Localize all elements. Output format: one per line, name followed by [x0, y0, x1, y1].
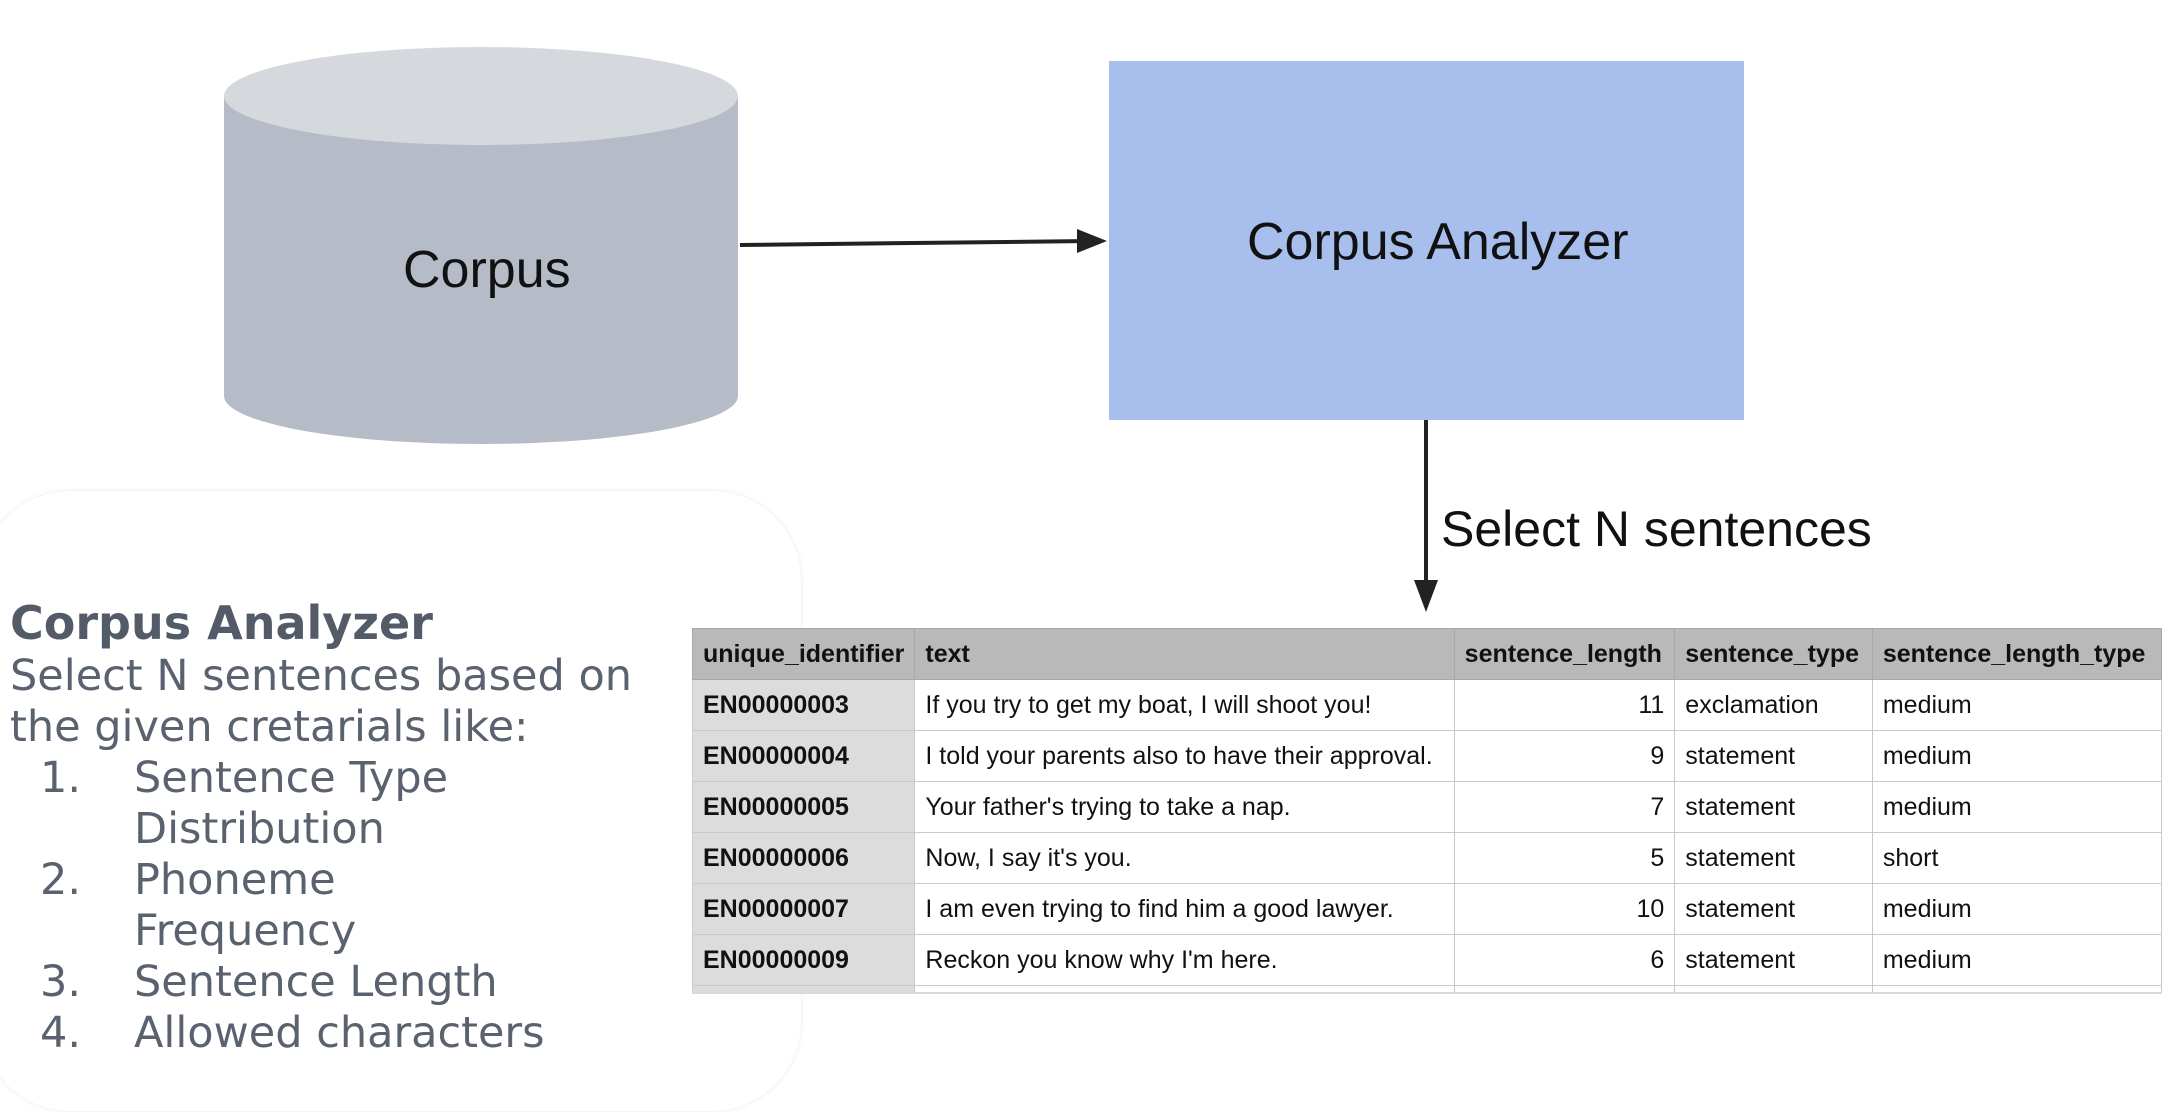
description-body: Select N sentences based on the given cr…: [10, 651, 633, 752]
header-sentence-type: sentence_type: [1674, 628, 1873, 680]
sentences-table: unique_identifier text sentence_length s…: [692, 628, 2162, 992]
corpus-cylinder: [224, 47, 738, 444]
cell-length: 7: [1453, 781, 1676, 833]
table-row: EN00000004 I told your parents also to h…: [692, 730, 2162, 782]
table-row-partial: [692, 985, 2162, 992]
description-title: Corpus Analyzer: [10, 596, 433, 650]
table-row: EN00000005 Your father's trying to take …: [692, 781, 2162, 833]
criteria-text: Sentence Length: [134, 957, 498, 1007]
arrowhead-down: [1414, 580, 1438, 612]
select-n-sentences-label: Select N sentences: [1441, 501, 1872, 557]
cell-text: I told your parents also to have their a…: [914, 730, 1455, 782]
cell-type: statement: [1674, 832, 1873, 884]
cell-length-type: short: [1871, 832, 2162, 884]
criteria-text: Sentence Type Distribution: [134, 753, 449, 854]
cell-length: 6: [1453, 934, 1676, 986]
cell-text: Your father's trying to take a nap.: [914, 781, 1455, 833]
criteria-number: 3.: [40, 957, 82, 1007]
corpus-label: Corpus: [403, 241, 571, 299]
corpus-analyzer-box: [1109, 61, 1744, 420]
cell-type: statement: [1674, 883, 1873, 935]
criteria-item: 1. Sentence Type Distribution: [10, 753, 710, 855]
cell-text: If you try to get my boat, I will shoot …: [914, 679, 1455, 731]
cell-length: 11: [1453, 679, 1676, 731]
cell-type: exclamation: [1674, 679, 1873, 731]
diagram-canvas: Corpus Corpus Analyzer Select N sentence…: [0, 47, 2162, 1112]
cell-id: EN00000004: [692, 730, 916, 782]
cell-text: Now, I say it's you.: [914, 832, 1455, 884]
cell-length: 10: [1453, 883, 1676, 935]
cell-text: Reckon you know why I'm here.: [914, 934, 1455, 986]
header-unique-identifier: unique_identifier: [692, 628, 916, 680]
cell-length-type: medium: [1871, 883, 2162, 935]
description-panel: [0, 490, 802, 1112]
cell-type: statement: [1674, 730, 1873, 782]
cell-text: I am even trying to find him a good lawy…: [914, 883, 1455, 935]
criteria-number: 4.: [40, 1008, 82, 1058]
cell-length-type: medium: [1871, 730, 2162, 782]
cell-length: 5: [1453, 832, 1676, 884]
corpus-analyzer-label: Corpus Analyzer: [1247, 213, 1629, 271]
table-row: EN00000009 Reckon you know why I'm here.…: [692, 934, 2162, 986]
cell-length-type: medium: [1871, 679, 2162, 731]
cell-id: EN00000006: [692, 832, 916, 884]
criteria-item: 4. Allowed characters: [10, 1008, 710, 1059]
cell-length: 9: [1453, 730, 1676, 782]
table-row: EN00000007 I am even trying to find him …: [692, 883, 2162, 935]
arrowhead-right: [1077, 229, 1107, 253]
table-header-row: unique_identifier text sentence_length s…: [692, 628, 2162, 680]
cell-length-type: medium: [1871, 934, 2162, 986]
corpus-to-analyzer-arrow: [739, 239, 1093, 247]
header-sentence-length: sentence_length: [1453, 628, 1676, 680]
cell-type: statement: [1674, 781, 1873, 833]
sentences-table-container: unique_identifier text sentence_length s…: [692, 628, 2162, 994]
description-block: Corpus Analyzer Select N sentences based…: [10, 595, 710, 1059]
cell-type: statement: [1674, 934, 1873, 986]
criteria-text: Allowed characters: [134, 1008, 545, 1058]
header-sentence-length-type: sentence_length_type: [1871, 628, 2162, 680]
cell-id: EN00000009: [692, 934, 916, 986]
table-row: EN00000006 Now, I say it's you. 5 statem…: [692, 832, 2162, 884]
cell-id: EN00000005: [692, 781, 916, 833]
criteria-number: 2.: [40, 855, 82, 905]
cell-id: EN00000003: [692, 679, 916, 731]
criteria-item: 3. Sentence Length: [10, 957, 710, 1008]
criteria-item: 2. Phoneme Frequency: [10, 855, 710, 957]
header-text: text: [914, 628, 1455, 680]
criteria-number: 1.: [40, 753, 82, 803]
diagram-shapes: [224, 47, 1438, 612]
criteria-list: 1. Sentence Type Distribution 2. Phoneme…: [10, 753, 710, 1059]
table-row: EN00000003 If you try to get my boat, I …: [692, 679, 2162, 731]
cell-id: EN00000007: [692, 883, 916, 935]
criteria-text: Phoneme Frequency: [134, 855, 357, 956]
cell-length-type: medium: [1871, 781, 2162, 833]
